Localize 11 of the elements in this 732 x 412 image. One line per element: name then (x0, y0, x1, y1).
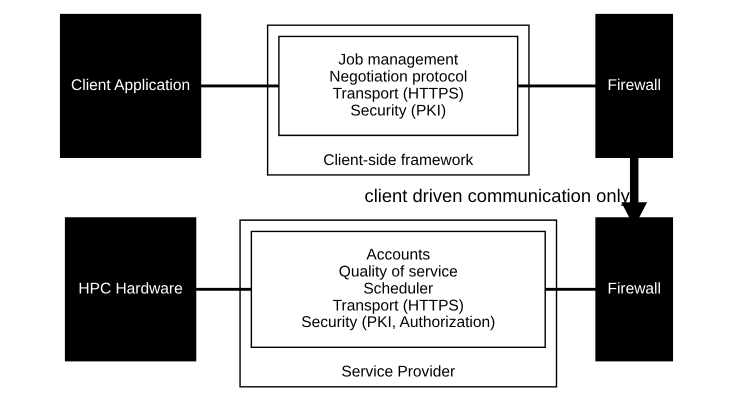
connector (200, 84, 278, 88)
connector (544, 288, 596, 291)
connector (196, 288, 251, 291)
node-box: Firewall (594, 14, 673, 158)
edge-label: client driven communication only (364, 185, 630, 206)
node-box: Firewall (594, 217, 673, 362)
connector (518, 84, 596, 88)
node-box: Client Application (59, 14, 201, 158)
node-box: Job management Negotiation protocol Transport (HTTPS) Security (PKI) (278, 36, 518, 136)
node-box: Accounts Quality of service Scheduler Transport (HTTPS) Security (PKI, Authorization) (250, 230, 546, 348)
node-box: HPC Hardware (64, 217, 196, 362)
